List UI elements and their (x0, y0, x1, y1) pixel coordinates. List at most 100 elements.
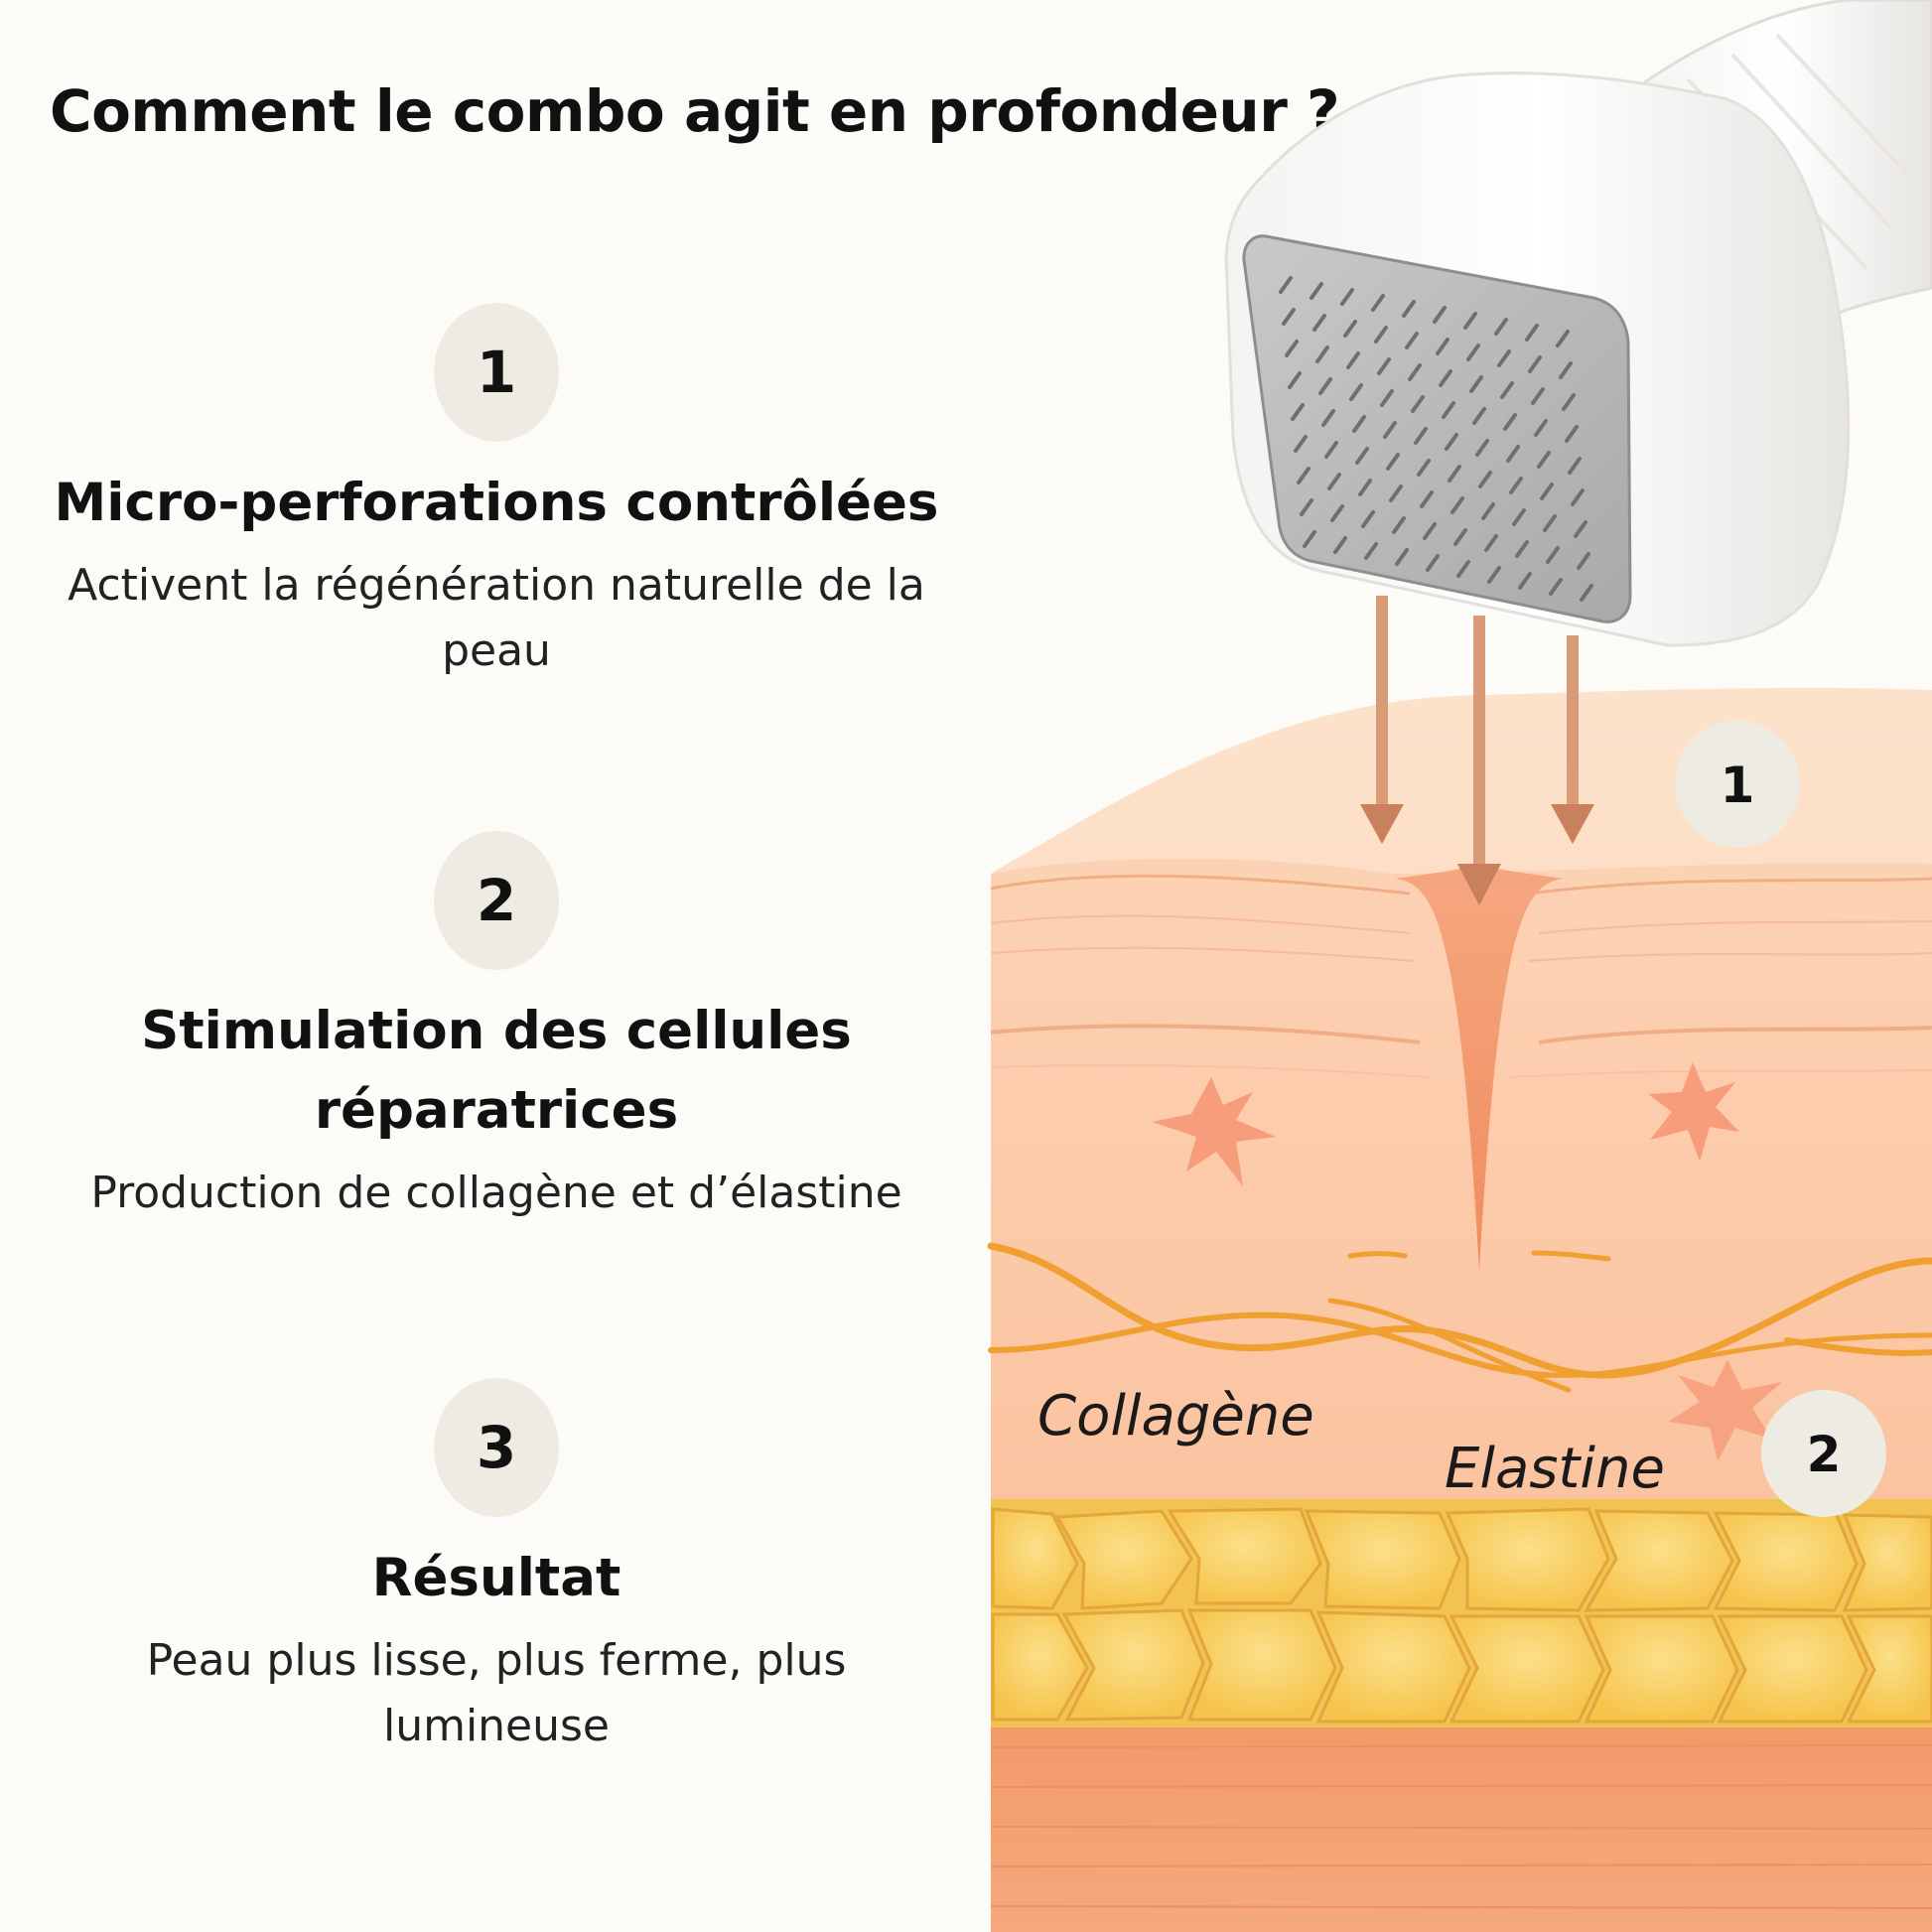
needle (1291, 403, 1305, 421)
needle (1361, 510, 1375, 528)
needle (1282, 308, 1296, 326)
needle (1377, 357, 1391, 375)
needle (1303, 530, 1316, 548)
needle (1463, 312, 1477, 330)
marker-number: 2 (1807, 1426, 1842, 1483)
penetration-arrows (1360, 596, 1594, 905)
needle (1580, 584, 1593, 602)
needle (1574, 520, 1587, 538)
needle (1534, 419, 1548, 437)
needle (1559, 361, 1573, 379)
needle (1386, 453, 1400, 471)
step-title: Stimulation des cellules réparatrices (141, 1001, 852, 1141)
needle (1327, 473, 1341, 490)
needle (1402, 300, 1416, 318)
needle (1310, 282, 1323, 300)
needle (1543, 514, 1557, 532)
needle (1549, 578, 1563, 596)
needle-grid (1279, 276, 1593, 602)
needle (1355, 447, 1369, 465)
needle (1475, 439, 1489, 457)
step-1: 1 Micro-perforations contrôlées Activent… (40, 303, 953, 684)
needle (1294, 435, 1308, 453)
step-number-badge: 1 (434, 303, 559, 442)
step-2: 2 Stimulation des cellules réparatrices … (40, 831, 953, 1226)
needle (1371, 294, 1385, 312)
fibroblast-cell (1152, 1077, 1276, 1186)
needle (1453, 528, 1467, 546)
step-description: Activent la régénération naturelle de la… (68, 560, 925, 676)
needle (1297, 467, 1311, 484)
needle (1484, 534, 1498, 552)
step-description: Production de collagène et d’élastine (90, 1168, 902, 1218)
step-number-badge: 3 (434, 1378, 559, 1517)
needle (1392, 516, 1406, 534)
fibroblast-cell (1648, 1062, 1739, 1162)
needle (1528, 355, 1542, 373)
needle (1315, 345, 1329, 363)
needle (1426, 554, 1440, 572)
needle (1577, 552, 1590, 570)
needle (1346, 351, 1360, 369)
needle (1300, 498, 1313, 516)
page-title: Comment le combo agit en profondeur ? (50, 77, 1340, 145)
needle (1456, 560, 1470, 578)
needle (1436, 338, 1449, 355)
needle (1445, 433, 1458, 451)
needle (1497, 349, 1511, 367)
arrow (1457, 616, 1501, 905)
needle (1423, 522, 1437, 540)
needle (1515, 540, 1529, 558)
needle (1503, 413, 1517, 431)
needle (1469, 375, 1483, 393)
muscle-layer (991, 1727, 1932, 1932)
needle (1433, 306, 1447, 324)
step-title: Résultat (371, 1548, 621, 1608)
needle (1288, 371, 1302, 389)
layer-marker-1: 1 (1675, 721, 1800, 848)
needle (1340, 288, 1354, 306)
needle (1481, 502, 1495, 520)
needle (1330, 504, 1344, 522)
needle (1380, 389, 1394, 407)
needle (1448, 465, 1461, 483)
needle (1352, 415, 1366, 433)
step-description: Peau plus lisse, plus ferme, plus lumine… (146, 1635, 847, 1751)
needle (1562, 393, 1576, 411)
needle (1312, 314, 1326, 332)
elastin-label: Elastine (1445, 1437, 1665, 1501)
needle-channel (1395, 864, 1564, 1271)
needle (1450, 496, 1464, 514)
needle (1442, 401, 1455, 419)
needle (1571, 488, 1585, 506)
collagen-fibers (987, 1242, 1932, 1393)
needle (1414, 427, 1428, 445)
collagen-label: Collagène (1037, 1384, 1314, 1449)
needle (1408, 363, 1422, 381)
needle (1358, 479, 1372, 496)
needle (1556, 330, 1570, 347)
microneedle-device (1224, 0, 1932, 647)
needle (1487, 566, 1501, 584)
needle (1321, 409, 1335, 427)
needle (1318, 377, 1332, 395)
needle (1537, 451, 1551, 469)
needle (1374, 326, 1388, 344)
needle (1509, 477, 1523, 494)
arrow (1360, 596, 1404, 844)
needle (1500, 381, 1514, 399)
skin-layers (987, 687, 1932, 1932)
needle (1405, 332, 1419, 349)
needle (1279, 276, 1293, 294)
needle (1389, 484, 1403, 502)
needle (1540, 483, 1554, 500)
fibroblast-cell (1668, 1360, 1782, 1461)
needle (1466, 344, 1480, 361)
needle (1395, 548, 1409, 566)
needle (1518, 572, 1532, 590)
needle (1417, 459, 1431, 477)
needle (1472, 407, 1486, 425)
needle (1506, 445, 1520, 463)
needle (1333, 536, 1347, 554)
needle (1349, 383, 1363, 401)
